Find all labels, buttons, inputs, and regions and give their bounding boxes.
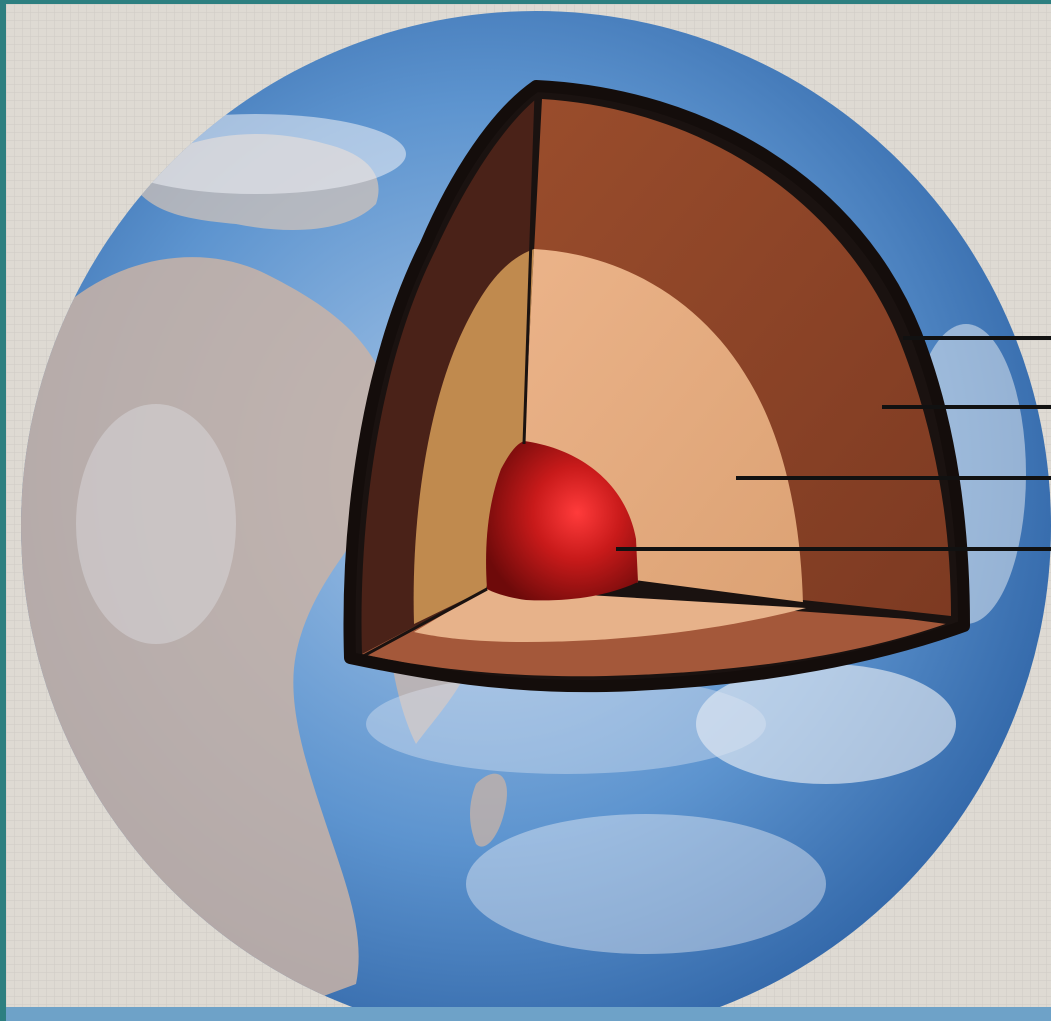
bottom-strip — [6, 1007, 1051, 1021]
cloud — [76, 404, 236, 644]
earth-layers-diagram — [6, 4, 1051, 1021]
cloud — [466, 814, 826, 954]
image-frame — [6, 4, 1051, 1021]
